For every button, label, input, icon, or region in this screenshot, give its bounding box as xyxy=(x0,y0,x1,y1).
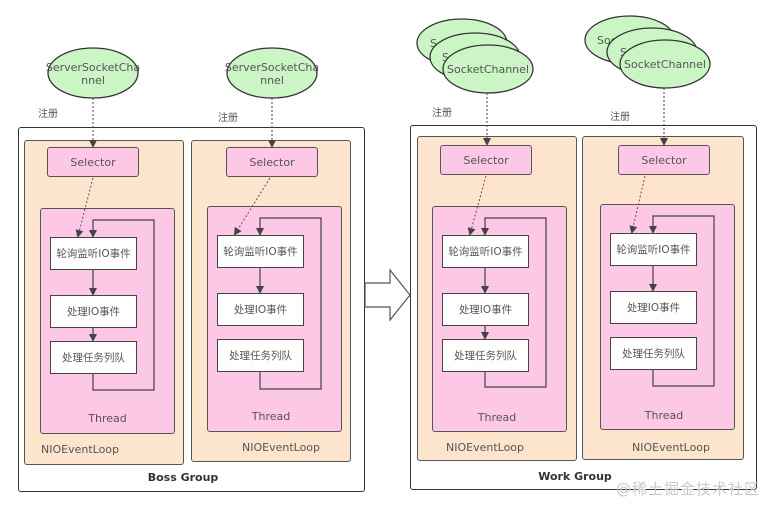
channel-back-label: S xyxy=(620,46,627,59)
server-socket-channel-boss-2: ServerSocketCha nnel xyxy=(225,47,319,99)
selector-label: Selector xyxy=(463,153,509,167)
channel-back-label: Soc xyxy=(597,34,617,47)
socket-channel-stack-work-2: Soc S SocketChannel xyxy=(584,15,711,89)
socket-channel-stack-work-1: S S SocketChannel xyxy=(416,18,534,94)
step-task-queue-work-2: 处理任务列队 xyxy=(610,337,697,370)
nio-event-loop-label: NIOEventLoop xyxy=(445,441,525,454)
step-label: 处理IO事件 xyxy=(66,306,121,318)
step-label: 处理IO事件 xyxy=(233,304,288,316)
step-handle-io-work-2: 处理IO事件 xyxy=(610,291,697,324)
selector-label: Selector xyxy=(641,153,687,167)
selector-work-1: Selector xyxy=(440,145,532,175)
channel-label-line1: ServerSocketCha xyxy=(225,61,319,74)
channel-label: SocketChannel xyxy=(447,63,529,76)
step-label: 处理IO事件 xyxy=(458,304,513,316)
selector-boss-1: Selector xyxy=(47,147,139,177)
thread-label: Thread xyxy=(644,409,684,422)
step-handle-io-work-1: 处理IO事件 xyxy=(442,293,529,326)
thread-label: Thread xyxy=(88,412,127,425)
step-label: 轮询监听IO事件 xyxy=(223,246,298,258)
step-task-queue-boss-1: 处理任务列队 xyxy=(50,341,137,374)
channel-back-label: S xyxy=(430,37,437,50)
register-label-work-1: 注册 xyxy=(432,108,452,119)
channel-label-line1: ServerSocketCha xyxy=(46,61,140,74)
nio-event-loop-label: NIOEventLoop xyxy=(40,443,120,456)
step-poll-io-work-2: 轮询监听IO事件 xyxy=(610,233,697,266)
boss-group-label: Boss Group xyxy=(147,471,219,484)
channel-label-line2: nnel xyxy=(260,74,284,87)
step-task-queue-work-1: 处理任务列队 xyxy=(442,339,529,372)
selector-work-2: Selector xyxy=(618,145,710,175)
channel-label-line2: nnel xyxy=(81,74,105,87)
register-label-boss-1: 注册 xyxy=(38,109,58,120)
step-label: 轮询监听IO事件 xyxy=(448,246,523,258)
step-label: 轮询监听IO事件 xyxy=(56,248,131,260)
step-poll-io-boss-1: 轮询监听IO事件 xyxy=(50,237,137,270)
step-label: 处理IO事件 xyxy=(626,302,681,314)
step-handle-io-boss-2: 处理IO事件 xyxy=(217,293,304,326)
step-label: 轮询监听IO事件 xyxy=(616,244,691,256)
server-socket-channel-boss-1: ServerSocketCha nnel xyxy=(46,47,140,99)
step-handle-io-boss-1: 处理IO事件 xyxy=(50,295,137,328)
work-group-label: Work Group xyxy=(538,470,612,483)
thread-label: Thread xyxy=(251,410,291,423)
step-poll-io-work-1: 轮询监听IO事件 xyxy=(442,235,529,268)
selector-label: Selector xyxy=(249,155,295,169)
channel-label: SocketChannel xyxy=(624,58,706,71)
register-label-work-2: 注册 xyxy=(610,112,630,123)
watermark: @稀土掘金技术社区 xyxy=(616,480,761,498)
selector-label: Selector xyxy=(70,155,116,169)
nio-event-loop-label: NIOEventLoop xyxy=(631,441,711,454)
thread-label: Thread xyxy=(477,411,517,424)
step-label: 处理任务列队 xyxy=(62,352,125,364)
step-poll-io-boss-2: 轮询监听IO事件 xyxy=(217,235,304,268)
channel-back-label: S xyxy=(442,51,449,64)
selector-boss-2: Selector xyxy=(226,147,318,177)
step-task-queue-boss-2: 处理任务列队 xyxy=(217,339,304,372)
step-label: 处理任务列队 xyxy=(454,350,517,362)
step-label: 处理任务列队 xyxy=(229,350,292,362)
step-label: 处理任务列队 xyxy=(622,348,685,360)
register-label-boss-2: 注册 xyxy=(218,113,238,124)
nio-event-loop-label: NIOEventLoop xyxy=(241,441,321,454)
right-arrow-icon xyxy=(364,268,411,322)
